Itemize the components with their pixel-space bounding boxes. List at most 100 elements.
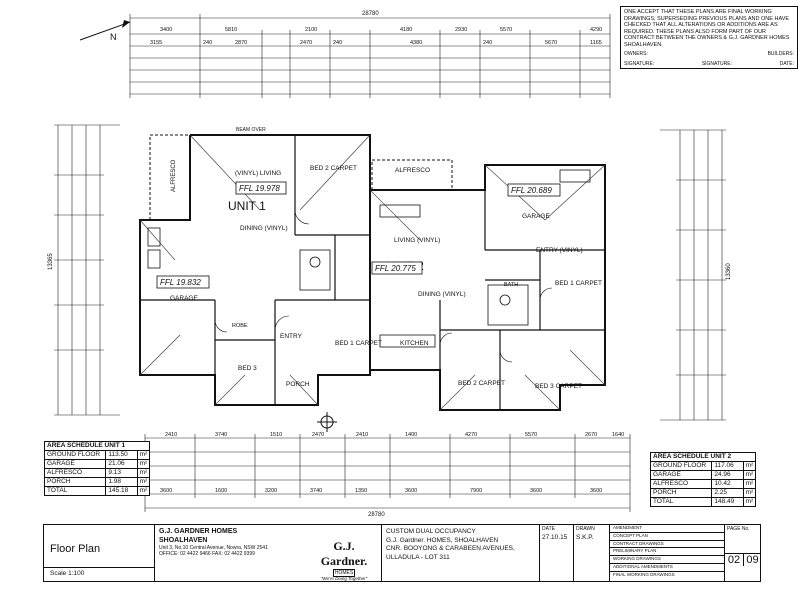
overall-width-bottom: 28780 xyxy=(368,512,385,518)
unit1-label: UNIT 1 xyxy=(228,199,266,213)
dim-label: 1510 xyxy=(270,432,282,438)
dim-label: 2470 xyxy=(300,40,312,46)
unit2-plan xyxy=(370,164,606,411)
company-phone: OFFICE: 02 4422 9466 FAX: 02 4422 9399 xyxy=(159,551,255,557)
top-row1-labels: 3400 5810 2100 4180 2930 5570 4290 xyxy=(160,27,602,33)
entry1-label: ENTRY xyxy=(280,333,303,340)
dim-label: 4180 xyxy=(400,27,412,33)
signature-lines: OWNERS: BUILDERS: xyxy=(624,51,794,58)
dim-label: 5570 xyxy=(525,432,537,438)
roof-lines xyxy=(139,134,606,411)
dim-label: 4380 xyxy=(410,40,422,46)
project-site: CNR. BOOYONG & CARABEEN AVENUES, xyxy=(386,545,515,552)
bed2-unit1-label: BED 2 CARPET xyxy=(310,165,357,172)
row-label: GROUND FLOOR xyxy=(651,462,713,470)
dining2-label: DINING (VINYL) xyxy=(418,291,466,298)
row-value: 2.25 xyxy=(712,489,744,497)
living1-label: (VINYL) LIVING xyxy=(235,170,281,177)
row-label: PORCH xyxy=(45,478,107,486)
dim-label: 2930 xyxy=(455,27,467,33)
overall-depth-right: 13360 xyxy=(726,263,732,280)
ffl3-label: FFL 19.832 xyxy=(160,278,201,287)
schedule2-title: AREA SCHEDULE UNIT 2 xyxy=(651,453,755,462)
bottom-row1-labels: 2410 3740 1510 2470 2410 1400 4270 5570 … xyxy=(165,432,624,438)
dim-label: 3600 xyxy=(405,488,417,494)
dim-label: 3155 xyxy=(150,40,162,46)
row-label: ALFRESCO xyxy=(45,469,107,477)
left-dimensions xyxy=(54,124,120,416)
project-client: G.J. Gardner. HOMES, SHOALHAVEN xyxy=(386,536,499,544)
builders-label: BUILDERS: xyxy=(767,51,794,57)
row-unit: m² xyxy=(745,462,754,469)
bed3-unit2-label: BED 3 CARPET xyxy=(535,383,582,390)
row-value: 113.50 xyxy=(106,451,138,459)
bath-label: BATH xyxy=(504,282,518,288)
date-label: DATE: xyxy=(779,60,794,67)
dim-label: 3400 xyxy=(160,27,172,33)
company-region: SHOALHAVEN xyxy=(159,536,208,544)
row-unit: m² xyxy=(139,478,148,485)
ffl2-box xyxy=(371,261,423,275)
dim-label: 1165 xyxy=(590,40,602,46)
dim-label: 1350 xyxy=(355,488,367,494)
brand-name: G.J. Gardner. xyxy=(320,539,368,568)
garage1-label: GARAGE xyxy=(170,295,198,302)
row-value: 21.06 xyxy=(106,460,138,468)
garage2-label: GARAGE xyxy=(522,213,550,220)
overall-depth-left: 13365 xyxy=(48,253,54,270)
alfresco1-label: ALFRESCO xyxy=(171,159,177,192)
bed3-unit1-label: BED 3 xyxy=(238,365,257,372)
north-arrow-icon: N xyxy=(79,20,131,42)
ffl3-box xyxy=(156,275,210,289)
brand-suffix: HOMES xyxy=(332,569,356,577)
row-unit: m² xyxy=(745,498,754,505)
dim-label: 2470 xyxy=(312,432,324,438)
dim-label: 2100 xyxy=(305,27,317,33)
row-label: GARAGE xyxy=(651,471,713,479)
dim-label: 3600 xyxy=(590,488,602,494)
row-unit: m² xyxy=(139,469,148,476)
dim-label: 240 xyxy=(203,40,212,46)
dim-label: 1400 xyxy=(405,432,417,438)
bed2-unit2-label: BED 2 CARPET xyxy=(458,380,505,387)
top-dimensions xyxy=(129,14,611,98)
dim-label: 3740 xyxy=(310,488,322,494)
page-cell: PAGE No. 02 09 xyxy=(724,525,761,581)
bottom-dimensions xyxy=(144,434,631,512)
row-unit: m² xyxy=(139,487,148,494)
beam-over-label: BEAM OVER xyxy=(236,127,266,133)
amendments-table: AMENDMENT CONCEPT PLAN CONTRACT DRAWINGS… xyxy=(609,525,725,581)
list-item: PRELIMINARY PLAN xyxy=(610,548,725,557)
alfresco2-label: ALFRESCO xyxy=(395,167,430,174)
row-label: TOTAL xyxy=(45,487,107,495)
dim-label: 240 xyxy=(483,40,492,46)
living2-label: LIVING (VINYL) xyxy=(394,237,440,244)
company-name: G.J. GARDNER HOMES xyxy=(159,528,238,535)
row-value: 1.98 xyxy=(106,478,138,486)
project-block: CUSTOM DUAL OCCUPANCY G.J. Gardner. HOME… xyxy=(381,525,539,581)
dim-label: 5570 xyxy=(500,27,512,33)
entry2-label: ENTRY (VINYL) xyxy=(536,247,583,254)
dim-label: 3600 xyxy=(530,488,542,494)
page-label: PAGE No. xyxy=(727,526,750,532)
row-label: PORCH xyxy=(651,489,713,497)
dining1-label: DINING (VINYL) xyxy=(240,225,288,232)
company-block: G.J. GARDNER HOMES SHOALHAVEN Unit 3, No… xyxy=(159,528,339,557)
dim-label: 2410 xyxy=(356,432,368,438)
dim-label: 3200 xyxy=(265,488,277,494)
ffl1-box xyxy=(235,181,287,195)
dim-label: 2410 xyxy=(165,432,177,438)
schedule1-title: AREA SCHEDULE UNIT 1 xyxy=(45,442,149,451)
list-item: CONCEPT PLAN xyxy=(610,533,725,541)
brand-tagline: "We're Doing Together" xyxy=(320,576,368,581)
top-row2-labels: 3155 240 2870 2470 240 4380 240 5670 116… xyxy=(150,40,602,46)
row-label: ALFRESCO xyxy=(651,480,713,488)
dim-label: 4290 xyxy=(590,27,602,33)
